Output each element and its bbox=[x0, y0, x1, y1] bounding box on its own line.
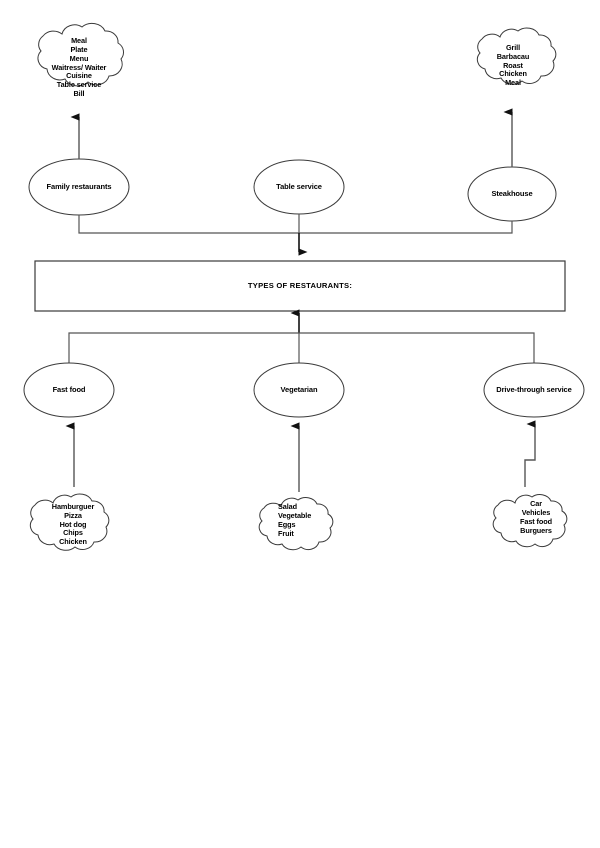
connector-drive-through-to-bus bbox=[299, 332, 535, 363]
arrow-drive-through-cloud-to-ellipse bbox=[524, 420, 536, 487]
ellipse-shape-family-restaurants[interactable] bbox=[28, 158, 130, 216]
ellipse-shape-fast-food[interactable] bbox=[23, 362, 115, 418]
ellipse-shape-table-service[interactable] bbox=[253, 159, 345, 215]
cloud-shape-fast-food bbox=[29, 493, 110, 551]
connector-fast-food-to-bus bbox=[68, 332, 299, 363]
ellipse-shape-vegetarian[interactable] bbox=[253, 362, 345, 418]
connector-family-restaurants-to-bus bbox=[78, 215, 299, 234]
ellipse-shape-drive-through-service[interactable] bbox=[483, 362, 585, 418]
cloud-shape-vegetarian bbox=[258, 497, 334, 551]
cloud-shape-steakhouse bbox=[476, 27, 557, 85]
ellipse-shape-steakhouse[interactable] bbox=[467, 166, 557, 222]
center-box-shape[interactable] bbox=[34, 260, 566, 312]
cloud-shape-family-restaurants bbox=[37, 22, 125, 87]
connector-steakhouse-to-bus bbox=[299, 221, 513, 234]
cloud-shape-drive-through bbox=[492, 494, 568, 548]
